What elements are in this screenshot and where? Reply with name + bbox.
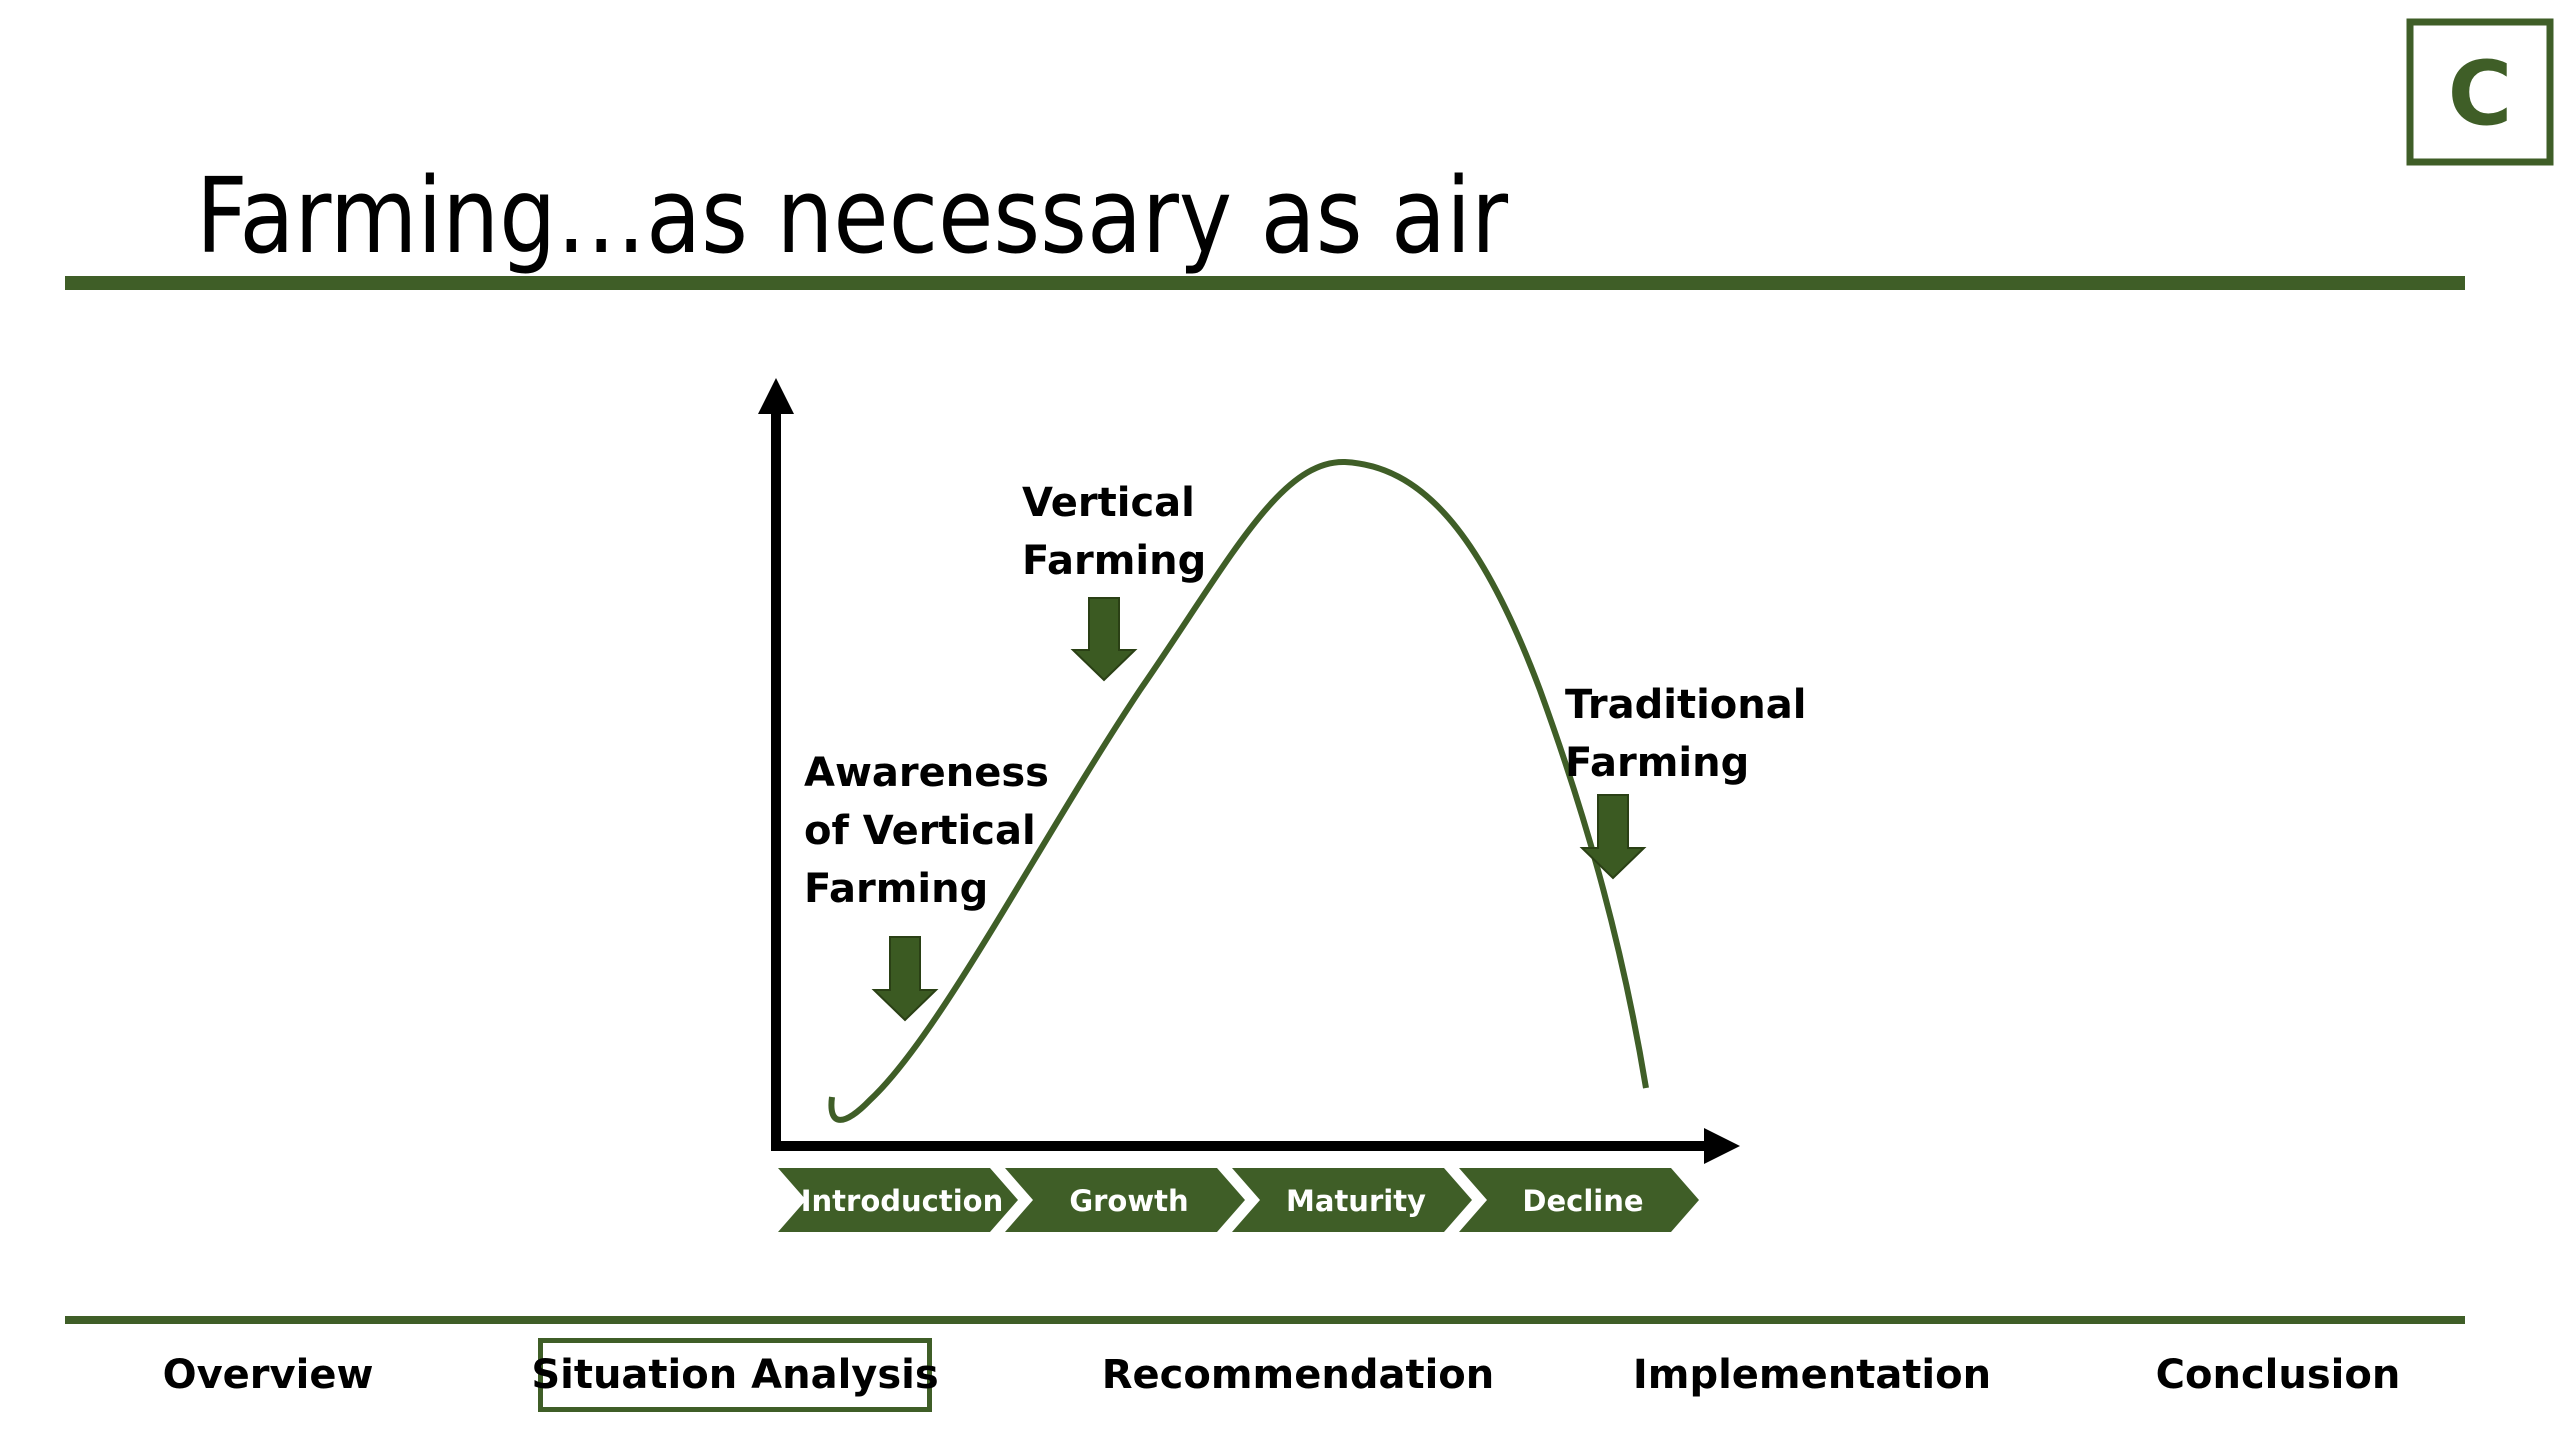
axis-arrow-icon (1704, 1128, 1740, 1164)
logo-letter: C (2448, 43, 2513, 146)
callout-line: Farming (1022, 538, 1206, 584)
callout-line: Farming (1565, 740, 1749, 786)
footer-divider (65, 1316, 2465, 1324)
nav-item-conclusion[interactable]: Conclusion (2150, 1338, 2406, 1412)
logo-frame (2406, 18, 2554, 166)
nav-item-label: Situation Analysis (531, 1352, 939, 1398)
stage-bar: Introduction Growth Maturity Decline (778, 1168, 1699, 1232)
callout-line: Vertical (1022, 480, 1195, 526)
callout-line: Traditional (1565, 682, 1806, 728)
stage-label: Decline (1522, 1184, 1643, 1218)
axis-arrow-icon (758, 378, 794, 414)
stage-chevron-maturity (1232, 1168, 1472, 1232)
callout-traditional-farming: Traditional Farming (1565, 682, 1806, 880)
nav-item-situation-analysis[interactable]: Situation Analysis (531, 1338, 939, 1412)
stage-chevron-growth (1005, 1168, 1245, 1232)
stage-chevron-decline (1459, 1168, 1699, 1232)
nav-item-label: Implementation (1632, 1352, 1992, 1398)
nav-item-recommendation[interactable]: Recommendation (1102, 1338, 1495, 1412)
callout-awareness: Awareness of Vertical Farming (804, 750, 1049, 1022)
stage-label: Introduction (801, 1184, 1004, 1218)
nav-item-implementation[interactable]: Implementation (1632, 1338, 1992, 1412)
nav-item-label: Conclusion (2155, 1352, 2401, 1398)
callout-line: of Vertical (804, 808, 1036, 854)
arrow-down-icon (1070, 597, 1138, 682)
callout-line: Farming (804, 866, 988, 912)
stage-chevron-introduction (778, 1168, 1018, 1232)
arrow-down-icon (1579, 794, 1647, 880)
callout-line: Awareness (804, 750, 1049, 796)
stage-label: Growth (1069, 1184, 1188, 1218)
nav-item-label: Recommendation (1101, 1352, 1495, 1398)
life-cycle-diagram: Introduction Growth Maturity Decline Awa… (758, 378, 1806, 1232)
logo: C (2406, 18, 2554, 166)
nav-item-overview[interactable]: Overview (152, 1338, 384, 1412)
life-cycle-curve (828, 458, 1649, 1123)
page-title: Farming…as necessary as air (196, 155, 1508, 277)
stage-label: Maturity (1286, 1184, 1426, 1218)
title-divider (65, 276, 2465, 290)
nav-item-label: Overview (162, 1352, 374, 1398)
callout-vertical-farming: Vertical Farming (1022, 480, 1206, 682)
arrow-down-icon (871, 936, 939, 1022)
